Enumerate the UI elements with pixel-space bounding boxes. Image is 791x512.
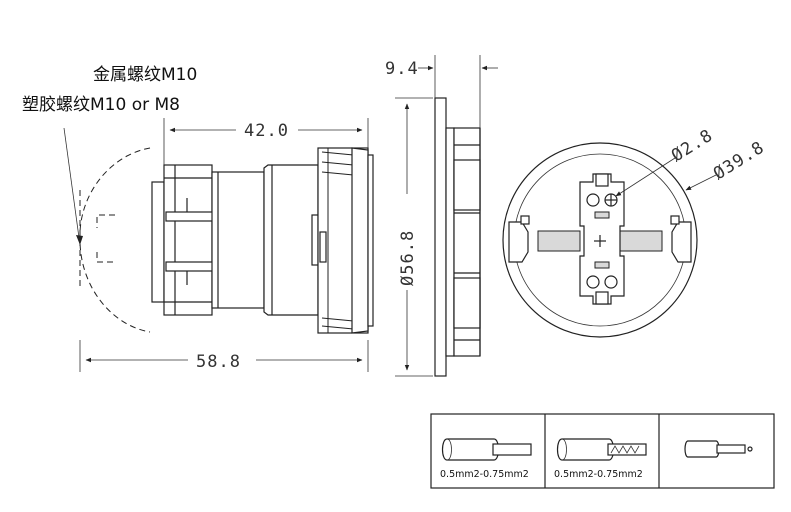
wire-cell-2: 0.5mm2-0.75mm2	[554, 438, 647, 480]
dim-58-8-label: 58.8	[196, 352, 241, 372]
metal-thread-label: 金属螺纹M10	[93, 65, 197, 85]
wire-table: 0.5mm2-0.75mm2 0.5mm2-0.75mm2	[430, 413, 775, 489]
dim-42-label: 42.0	[244, 121, 289, 141]
dim-56-8-label: Ø56.8	[398, 230, 418, 286]
thread-notes: 金属螺纹M10 塑胶螺纹M10 or M8	[22, 65, 197, 246]
dim-39-8-label: Ø39.8	[710, 138, 768, 185]
profile-view	[434, 97, 481, 377]
wire-cell-1-label: 0.5mm2-0.75mm2	[440, 469, 529, 480]
plastic-thread-label: 塑胶螺纹M10 or M8	[22, 95, 180, 115]
dimension-58-8: 58.8	[79, 340, 369, 372]
wire-cell-1: 0.5mm2-0.75mm2	[440, 438, 532, 480]
dim-2-8-label: Ø2.8	[668, 125, 717, 166]
dimension-56-8: Ø56.8	[395, 97, 433, 377]
side-view	[79, 147, 374, 334]
front-view	[502, 142, 698, 338]
dimension-9-4: 9.4	[385, 55, 498, 128]
dimension-42: 42.0	[163, 118, 369, 165]
wire-cell-3	[684, 440, 753, 458]
dim-9-4-label: 9.4	[385, 59, 419, 79]
wire-cell-2-label: 0.5mm2-0.75mm2	[554, 469, 643, 480]
